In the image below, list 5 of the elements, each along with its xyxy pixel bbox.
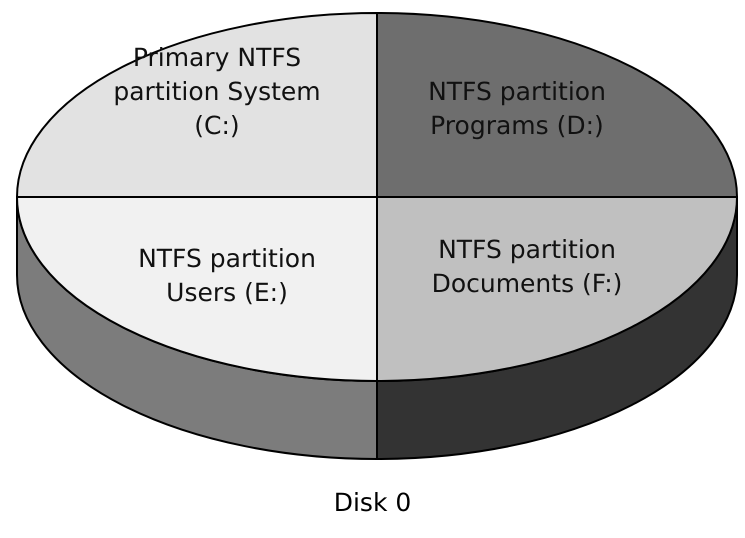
disk-caption: Disk 0 (332, 488, 412, 517)
partition-label: Primary NTFS partition System (C:) (112, 42, 322, 142)
partition-label: NTFS partition Documents (F:) (430, 234, 624, 300)
partition-label: NTFS partition Users (E:) (137, 243, 317, 309)
partition-label: NTFS partition Programs (D:) (427, 76, 607, 142)
